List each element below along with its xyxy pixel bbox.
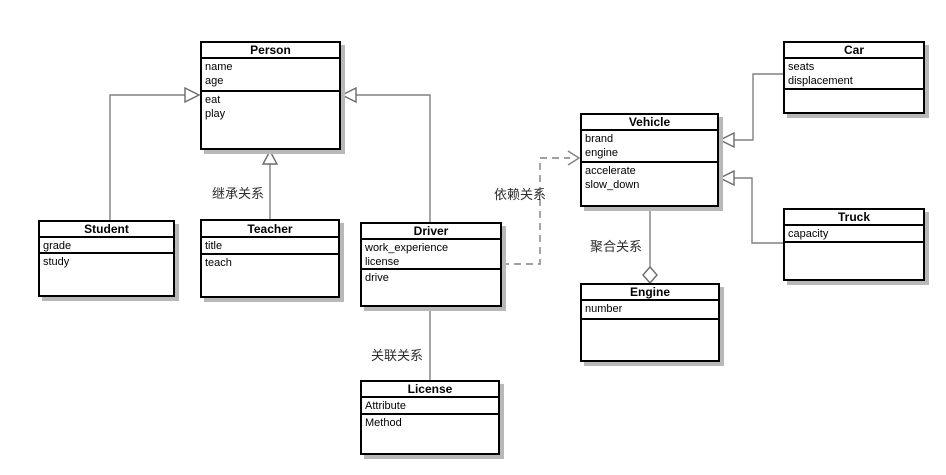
- class-title: Teacher: [202, 221, 338, 238]
- method-row: accelerate: [585, 165, 636, 177]
- class-attributes: seats displacement: [785, 59, 923, 90]
- attribute-row: engine: [585, 147, 619, 159]
- inheritance-triangle-icon: [261, 149, 279, 165]
- method-row: slow_down: [585, 179, 640, 191]
- connector-teacher-person-inheritance: [261, 149, 279, 219]
- inheritance-triangle-icon: [718, 169, 735, 187]
- method-row: drive: [365, 272, 389, 284]
- class-license: License Attribute Method: [360, 380, 500, 455]
- attribute-row: name: [205, 61, 233, 73]
- attribute-row: age: [205, 75, 224, 87]
- attribute-row: seats: [788, 61, 815, 73]
- class-teacher: Teacher title teach: [200, 219, 340, 298]
- inheritance-triangle-icon: [340, 86, 357, 104]
- class-attributes: Attribute: [362, 398, 498, 415]
- class-methods: [785, 243, 923, 279]
- class-car: Car seats displacement: [783, 41, 925, 114]
- connector-vehicle-engine-aggregation: [642, 207, 658, 285]
- attribute-row: displacement: [788, 75, 853, 87]
- label-inheritance: 继承关系: [212, 186, 265, 201]
- class-title: Driver: [362, 224, 500, 240]
- class-title: Person: [202, 43, 339, 59]
- connector-car-vehicle-inheritance: [718, 73, 783, 149]
- method-row: teach: [205, 257, 232, 269]
- label-dependency: 依赖关系: [494, 187, 547, 202]
- attribute-row: title: [205, 240, 223, 252]
- connector-driver-vehicle-dependency: [502, 150, 581, 265]
- method-row: play: [205, 108, 226, 120]
- attribute-row: number: [585, 303, 623, 315]
- method-row: study: [43, 256, 70, 268]
- attribute-row: grade: [43, 240, 72, 252]
- class-title: Engine: [582, 285, 718, 301]
- class-methods: drive: [362, 270, 500, 305]
- class-title: Truck: [785, 210, 923, 226]
- class-attributes: brand engine: [582, 131, 717, 163]
- attribute-row: capacity: [788, 228, 829, 240]
- attribute-row: license: [365, 256, 400, 268]
- class-title: Vehicle: [582, 115, 717, 131]
- class-title: License: [362, 382, 498, 398]
- class-methods: [785, 90, 923, 112]
- class-attributes: work_experience license: [362, 240, 500, 270]
- method-row: eat: [205, 94, 221, 106]
- inheritance-triangle-icon: [184, 86, 201, 104]
- aggregation-diamond-icon: [642, 265, 658, 285]
- class-attributes: capacity: [785, 226, 923, 243]
- connector-truck-vehicle-inheritance: [718, 169, 783, 244]
- class-methods: Method: [362, 415, 498, 453]
- class-methods: [582, 320, 718, 360]
- class-attributes: grade: [40, 238, 173, 254]
- label-aggregation: 聚合关系: [590, 239, 643, 254]
- attribute-row: brand: [585, 133, 614, 145]
- class-attributes: title: [202, 238, 338, 255]
- class-engine: Engine number: [580, 283, 720, 362]
- class-person: Person name age eat play: [200, 41, 341, 150]
- class-attributes: name age: [202, 59, 339, 92]
- class-title: Student: [40, 222, 173, 238]
- class-truck: Truck capacity: [783, 208, 925, 281]
- class-methods: eat play: [202, 92, 339, 148]
- open-arrow-icon: [567, 150, 581, 166]
- inheritance-triangle-icon: [718, 131, 735, 149]
- class-methods: study: [40, 254, 173, 295]
- label-association: 关联关系: [371, 348, 424, 363]
- connector-driver-person-inheritance: [340, 86, 431, 222]
- class-student: Student grade study: [38, 220, 175, 297]
- method-row: Method: [365, 417, 402, 429]
- class-methods: accelerate slow_down: [582, 163, 717, 205]
- class-methods: teach: [202, 255, 338, 296]
- class-vehicle: Vehicle brand engine accelerate slow_dow…: [580, 113, 719, 207]
- class-title: Car: [785, 43, 923, 59]
- class-attributes: number: [582, 301, 718, 320]
- attribute-row: Attribute: [365, 400, 406, 412]
- class-driver: Driver work_experience license drive: [360, 222, 502, 307]
- attribute-row: work_experience: [365, 242, 449, 254]
- connector-student-person-inheritance: [109, 86, 201, 220]
